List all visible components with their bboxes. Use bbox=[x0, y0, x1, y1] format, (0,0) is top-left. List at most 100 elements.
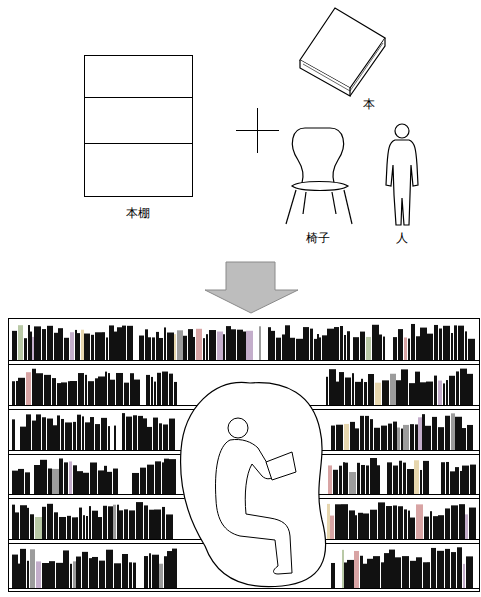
book-spine bbox=[126, 417, 132, 450]
book-spine bbox=[86, 516, 88, 539]
book-spine bbox=[353, 337, 359, 360]
book-spine bbox=[32, 421, 36, 450]
book-spine bbox=[368, 374, 374, 405]
book-spine bbox=[439, 328, 442, 360]
book-spine bbox=[246, 331, 253, 360]
book-spine bbox=[81, 330, 84, 360]
book-spine bbox=[153, 418, 158, 450]
book-spine bbox=[48, 468, 52, 494]
book-spine bbox=[78, 373, 84, 405]
book-spine bbox=[467, 374, 473, 405]
book-spine bbox=[382, 380, 389, 405]
book-spine bbox=[114, 426, 116, 450]
book-spine bbox=[95, 424, 100, 450]
book-spine bbox=[149, 510, 154, 539]
book-spine bbox=[73, 561, 76, 588]
book-spine bbox=[42, 329, 46, 360]
book-spine bbox=[154, 382, 156, 405]
book-rows bbox=[12, 324, 476, 588]
book-spine bbox=[82, 552, 88, 588]
book-spine bbox=[365, 416, 369, 450]
book-spine bbox=[465, 514, 468, 539]
book-spine bbox=[95, 332, 102, 360]
book-spine bbox=[110, 380, 115, 405]
book-spine bbox=[49, 561, 55, 588]
book-spine bbox=[147, 465, 154, 494]
book-spine bbox=[395, 557, 401, 588]
book-spine bbox=[344, 335, 346, 360]
book-spine bbox=[360, 416, 364, 450]
book-spine bbox=[389, 550, 395, 588]
book-spine bbox=[113, 469, 118, 494]
book-spine bbox=[129, 562, 132, 588]
book-spine bbox=[344, 424, 349, 450]
book-spine bbox=[438, 515, 444, 539]
book-spine bbox=[203, 338, 205, 360]
book-spine bbox=[90, 462, 97, 494]
book-spine bbox=[20, 505, 27, 539]
book-spine bbox=[445, 549, 450, 588]
book-spine bbox=[157, 373, 161, 405]
shelf-board bbox=[9, 360, 479, 361]
book-spine bbox=[425, 426, 431, 450]
book-spine bbox=[441, 462, 445, 494]
book-spine bbox=[450, 471, 455, 494]
book-spine bbox=[352, 373, 354, 405]
book-spine bbox=[52, 378, 56, 405]
book-spine bbox=[138, 416, 143, 450]
book-spine bbox=[303, 327, 309, 360]
book-spine bbox=[57, 383, 61, 405]
book-spine bbox=[424, 517, 429, 539]
book-spine bbox=[463, 564, 465, 588]
book-spine bbox=[68, 381, 70, 405]
book-spine bbox=[404, 337, 407, 360]
book-spine bbox=[116, 373, 123, 405]
book-spine bbox=[445, 416, 450, 450]
book-spine bbox=[366, 465, 369, 494]
book-spine bbox=[89, 506, 91, 539]
book-spine bbox=[462, 466, 469, 494]
book-spine bbox=[24, 338, 27, 360]
book-spine bbox=[149, 553, 151, 588]
book-spine bbox=[420, 470, 422, 494]
part-label: 本 bbox=[362, 97, 376, 111]
book-spine bbox=[379, 335, 382, 360]
book-spine bbox=[34, 465, 40, 494]
book-spine bbox=[426, 382, 433, 405]
chair-drawing bbox=[286, 128, 352, 224]
book-spine bbox=[390, 374, 396, 405]
book-spine bbox=[172, 549, 177, 588]
book-spine bbox=[134, 380, 140, 405]
book-spine bbox=[370, 419, 373, 450]
book-spine bbox=[345, 378, 351, 405]
book-spine bbox=[133, 415, 137, 450]
book-spine bbox=[139, 336, 144, 360]
book-spine bbox=[434, 376, 437, 405]
book-spine bbox=[106, 337, 108, 360]
book-spine bbox=[124, 383, 129, 405]
book-spine bbox=[355, 382, 361, 405]
book-spine bbox=[70, 332, 74, 360]
book-spine bbox=[18, 325, 23, 360]
book-spine bbox=[403, 463, 406, 494]
book-spine bbox=[47, 504, 53, 539]
book-spine bbox=[76, 557, 81, 588]
book-spine bbox=[72, 517, 76, 539]
book-spine bbox=[166, 514, 173, 539]
book-spine bbox=[432, 417, 437, 450]
book-spine bbox=[402, 556, 409, 588]
book-spine bbox=[268, 327, 271, 360]
book-spine bbox=[460, 471, 462, 494]
book-spine bbox=[446, 462, 449, 494]
book-spine bbox=[193, 337, 195, 360]
book-spine bbox=[169, 459, 176, 494]
part-label: 本棚 bbox=[125, 206, 151, 220]
reading-pod bbox=[181, 382, 326, 586]
book-spine bbox=[459, 504, 465, 539]
book-spine bbox=[383, 337, 385, 360]
book-spine bbox=[105, 372, 107, 405]
book-spine bbox=[393, 422, 397, 450]
book-spine bbox=[32, 337, 34, 360]
book-spine bbox=[114, 563, 121, 588]
book-spine bbox=[12, 419, 15, 450]
